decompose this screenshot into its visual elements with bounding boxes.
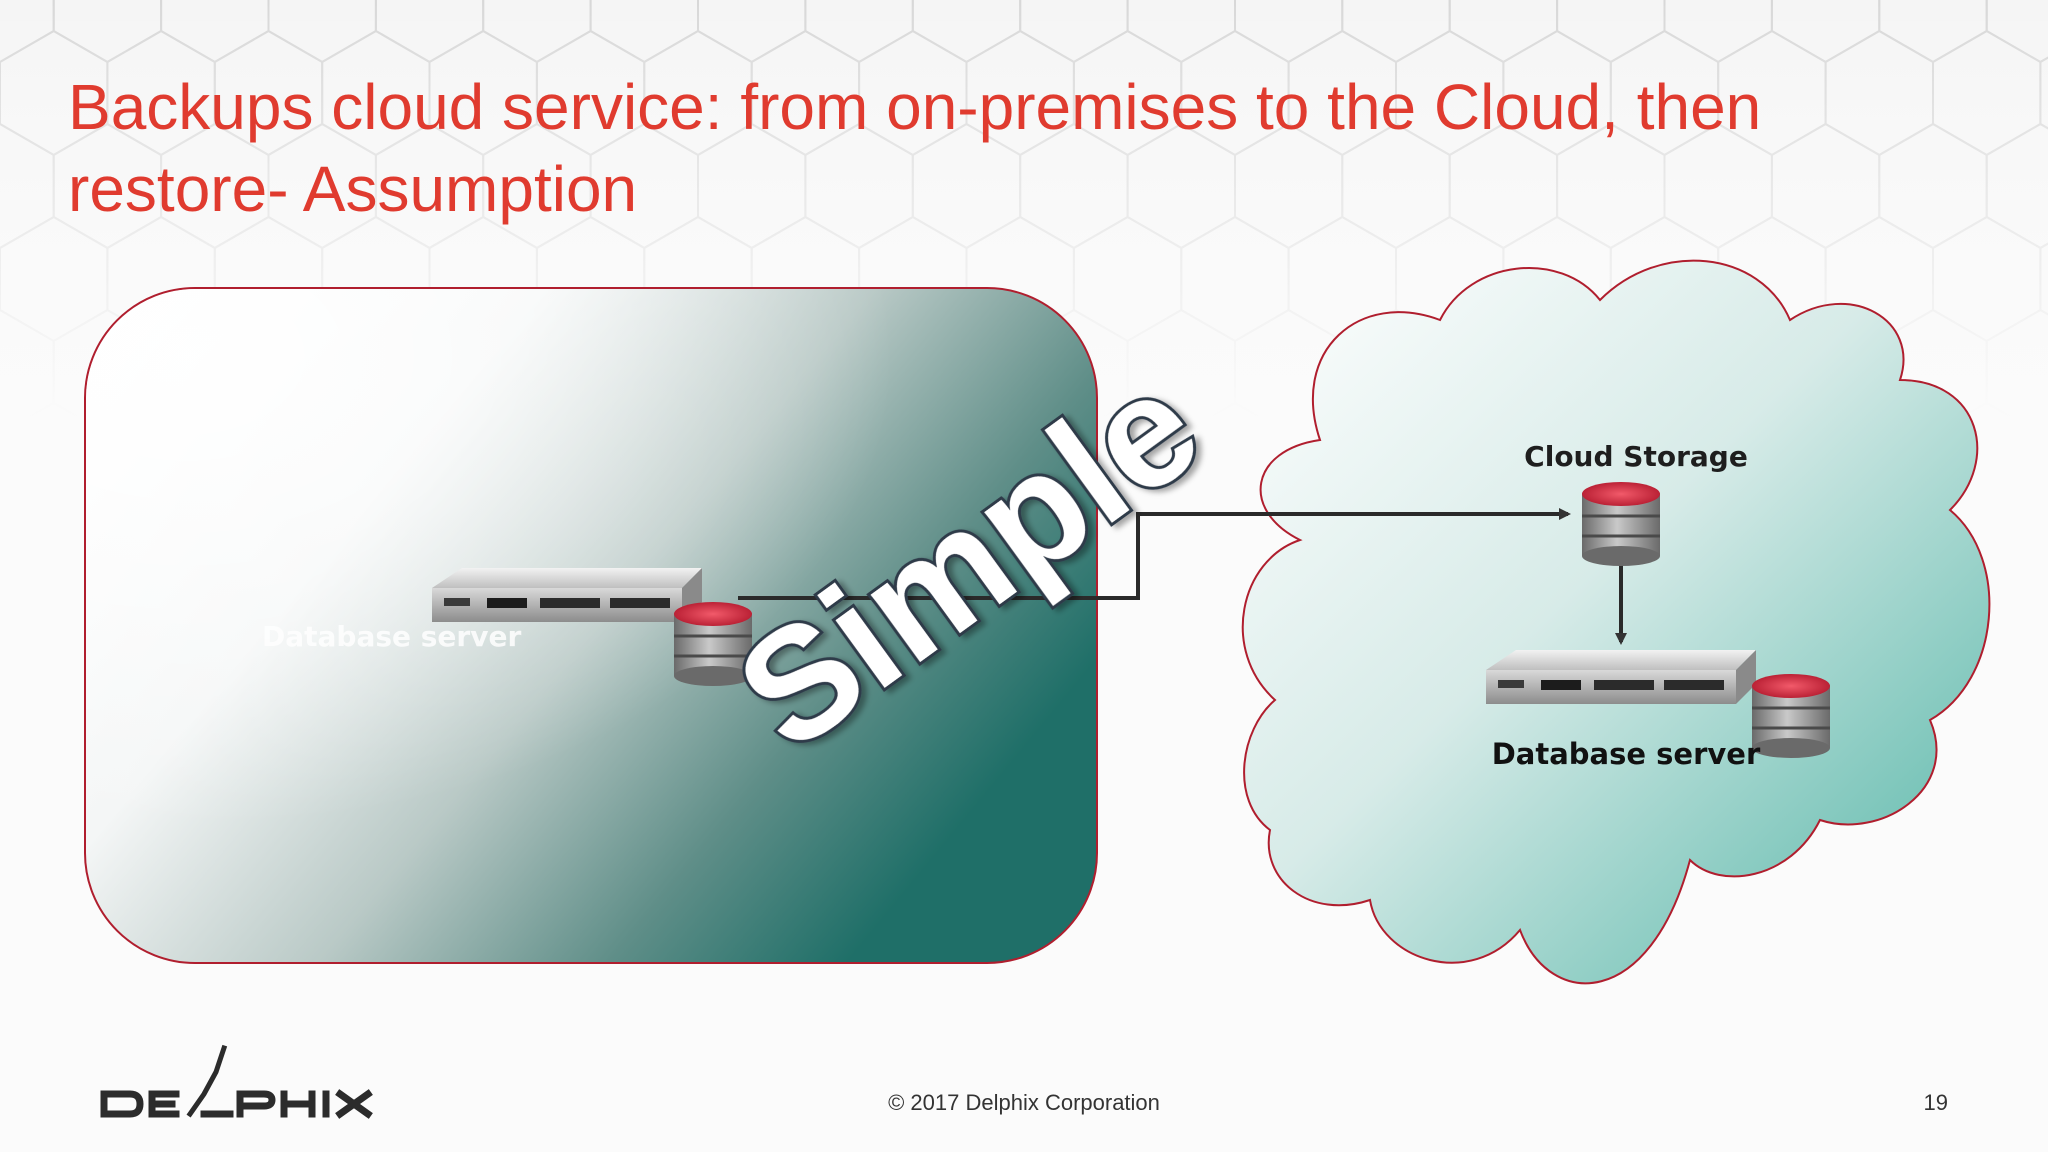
title-line-1: Backups cloud service: from on-premises … bbox=[68, 71, 1762, 143]
onprem-server-label: Database server bbox=[262, 620, 521, 653]
delphix-logo bbox=[100, 1044, 373, 1119]
title-line-2: restore- Assumption bbox=[68, 153, 638, 225]
onprem-server-icon bbox=[432, 568, 702, 622]
cloud-database-icon bbox=[1752, 674, 1830, 758]
cloud-db-label: Database server bbox=[1492, 737, 1761, 771]
slide-title: Backups cloud service: from on-premises … bbox=[68, 66, 1968, 230]
onprem-box bbox=[84, 287, 1098, 964]
onprem-database-icon bbox=[674, 602, 752, 686]
footer-copyright: © 2017 Delphix Corporation bbox=[888, 1090, 1160, 1115]
cloud-server-icon bbox=[1486, 650, 1756, 704]
cloud-storage-icon bbox=[1582, 482, 1660, 566]
cloud-storage-label: Cloud Storage bbox=[1524, 440, 1748, 473]
cloud-shape bbox=[1241, 259, 1991, 985]
backup-connector bbox=[738, 508, 1571, 600]
page-number: 19 bbox=[1923, 1090, 1948, 1115]
